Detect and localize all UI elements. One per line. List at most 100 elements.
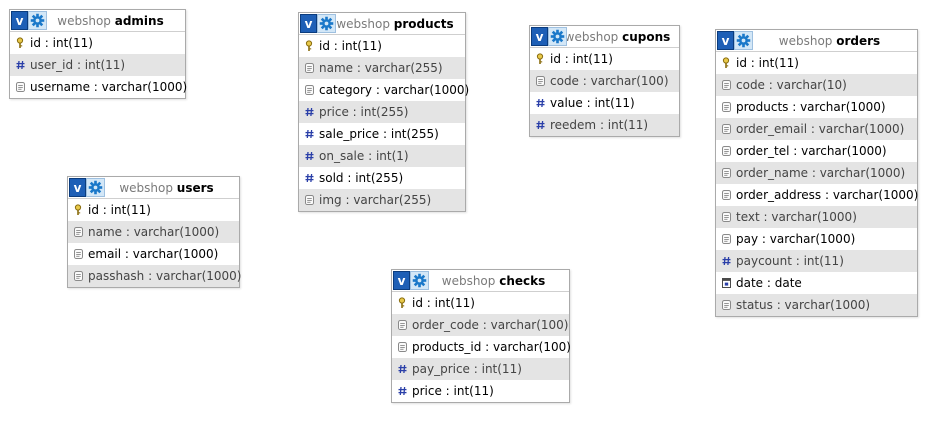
gear-icon[interactable] xyxy=(410,271,429,290)
column-row[interactable]: passhash : varchar(1000) xyxy=(68,265,242,287)
gear-icon[interactable] xyxy=(317,14,336,33)
column-label: code : varchar(100) xyxy=(550,74,669,88)
column-label: id : int(11) xyxy=(550,52,613,66)
hash-icon xyxy=(535,119,545,131)
column-label: value : int(11) xyxy=(550,96,635,110)
column-row[interactable]: name : varchar(1000) xyxy=(68,221,239,243)
database-name: webshop xyxy=(119,180,173,195)
column-row[interactable]: pay : varchar(1000) xyxy=(716,228,917,250)
table-name: products xyxy=(393,16,454,31)
column-row[interactable]: products : varchar(1000) xyxy=(716,96,917,118)
key-icon xyxy=(397,297,407,309)
toggle-columns-button[interactable]: v xyxy=(531,27,548,46)
toggle-columns-button[interactable]: v xyxy=(300,14,317,33)
column-row[interactable]: code : varchar(10) xyxy=(716,74,917,96)
column-row[interactable]: id : int(11) xyxy=(716,52,917,74)
column-row[interactable]: category : varchar(1000) xyxy=(299,79,469,101)
column-row[interactable]: order_tel : varchar(1000) xyxy=(716,140,917,162)
column-label: email : varchar(1000) xyxy=(88,247,219,261)
column-row[interactable]: id : int(11) xyxy=(68,199,239,221)
column-row[interactable]: id : int(11) xyxy=(530,48,679,70)
column-row[interactable]: reedem : int(11) xyxy=(530,114,679,136)
column-row[interactable]: id : int(11) xyxy=(392,292,569,314)
text-icon xyxy=(721,211,731,223)
column-label: order_address : varchar(1000) xyxy=(736,188,919,202)
column-row[interactable]: date : date xyxy=(716,272,917,294)
table-name: admins xyxy=(114,13,164,28)
text-icon xyxy=(304,194,314,206)
text-icon xyxy=(73,226,83,238)
hash-icon xyxy=(397,385,407,397)
column-row[interactable]: name : varchar(255) xyxy=(299,57,465,79)
column-label: paycount : int(11) xyxy=(736,254,844,268)
toggle-columns-button[interactable]: v xyxy=(717,31,734,50)
column-row[interactable]: pay_price : int(11) xyxy=(392,358,569,380)
column-row[interactable]: sold : int(255) xyxy=(299,167,465,189)
column-label: name : varchar(1000) xyxy=(88,225,220,239)
text-icon xyxy=(721,101,731,113)
text-icon xyxy=(721,299,731,311)
database-name: webshop xyxy=(336,16,390,31)
text-icon xyxy=(304,62,314,74)
toggle-columns-button[interactable]: v xyxy=(393,271,410,290)
hash-icon xyxy=(15,59,25,71)
text-icon xyxy=(721,145,731,157)
column-label: id : int(11) xyxy=(736,56,799,70)
column-row[interactable]: username : varchar(1000) xyxy=(10,76,188,98)
column-label: passhash : varchar(1000) xyxy=(88,269,242,283)
column-label: username : varchar(1000) xyxy=(30,80,188,94)
column-row[interactable]: code : varchar(100) xyxy=(530,70,679,92)
column-row[interactable]: status : varchar(1000) xyxy=(716,294,917,316)
column-row[interactable]: img : varchar(255) xyxy=(299,189,465,211)
column-row[interactable]: order_email : varchar(1000) xyxy=(716,118,917,140)
gear-icon[interactable] xyxy=(734,31,753,50)
gear-icon[interactable] xyxy=(86,178,105,197)
column-row[interactable]: on_sale : int(1) xyxy=(299,145,465,167)
column-label: id : int(11) xyxy=(30,36,93,50)
column-row[interactable]: value : int(11) xyxy=(530,92,679,114)
column-row[interactable]: price : int(255) xyxy=(299,101,465,123)
table-header[interactable]: v webshop products xyxy=(299,13,465,35)
table-controls: v xyxy=(69,178,105,197)
gear-icon[interactable] xyxy=(28,11,47,30)
column-label: price : int(255) xyxy=(319,105,409,119)
column-label: pay : varchar(1000) xyxy=(736,232,856,246)
column-row[interactable]: user_id : int(11) xyxy=(10,54,185,76)
column-row[interactable]: id : int(11) xyxy=(299,35,465,57)
column-row[interactable]: text : varchar(1000) xyxy=(716,206,917,228)
toggle-columns-button[interactable]: v xyxy=(69,178,86,197)
column-row[interactable]: email : varchar(1000) xyxy=(68,243,239,265)
table-controls: v xyxy=(11,11,47,30)
column-row[interactable]: order_address : varchar(1000) xyxy=(716,184,919,206)
column-label: order_email : varchar(1000) xyxy=(736,122,905,136)
column-label: img : varchar(255) xyxy=(319,193,432,207)
text-icon xyxy=(397,341,407,353)
text-icon xyxy=(721,189,731,201)
column-row[interactable]: paycount : int(11) xyxy=(716,250,917,272)
column-row[interactable]: sale_price : int(255) xyxy=(299,123,465,145)
column-row[interactable]: products_id : varchar(100) xyxy=(392,336,571,358)
column-row[interactable]: order_code : varchar(100) xyxy=(392,314,569,336)
column-row[interactable]: id : int(11) xyxy=(10,32,185,54)
text-icon xyxy=(535,75,545,87)
toggle-columns-button[interactable]: v xyxy=(11,11,28,30)
text-icon xyxy=(304,84,314,96)
table-products[interactable]: v webshop products id : int(11)name : varc… xyxy=(298,12,469,212)
column-row[interactable]: price : int(11) xyxy=(392,380,569,402)
database-name: webshop xyxy=(564,29,619,44)
table-controls: v xyxy=(717,31,753,50)
gear-icon[interactable] xyxy=(548,27,567,46)
hash-icon xyxy=(721,255,731,267)
hash-icon xyxy=(304,128,314,140)
column-row[interactable]: order_name : varchar(1000) xyxy=(716,162,917,184)
